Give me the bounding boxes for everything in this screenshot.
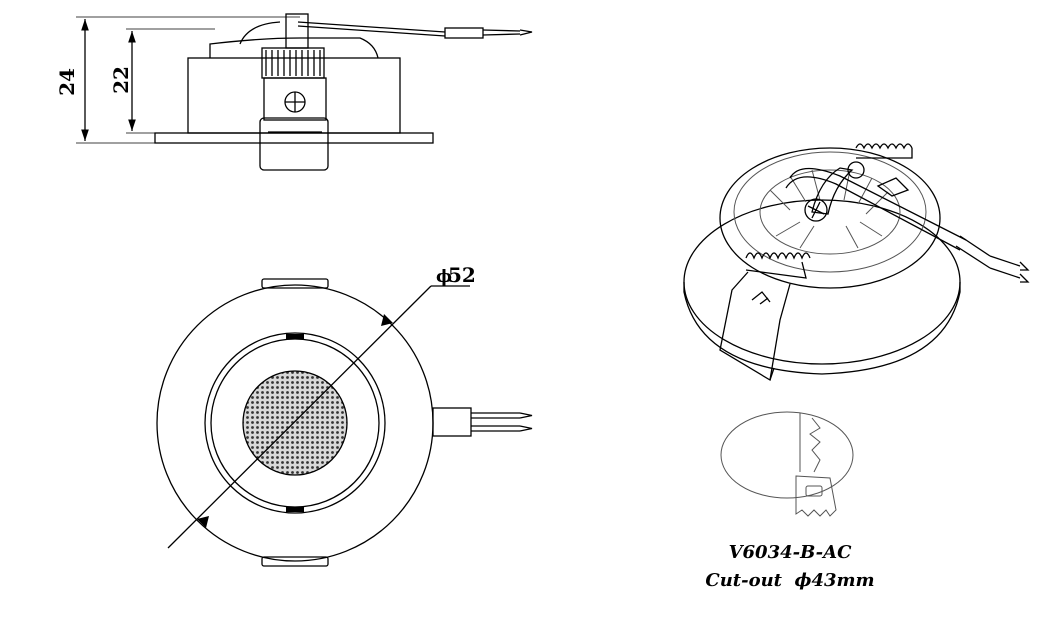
iso-body — [719, 147, 941, 289]
side-view: 24 22 — [55, 13, 533, 171]
model-caption: V6034-B-AC — [729, 542, 853, 563]
saw-blade-icon — [795, 475, 837, 517]
diameter-label: 52 — [448, 263, 476, 287]
cutout-caption: Cut-out ϕ43mm — [705, 570, 874, 591]
iso-front-clip — [719, 252, 811, 382]
spring-coil — [261, 47, 325, 79]
iso-ribs — [769, 169, 889, 249]
iso-back-spring — [855, 143, 913, 197]
diameter-symbol: ϕ — [436, 267, 452, 287]
bezel-ring — [204, 332, 386, 514]
cutout-icon — [720, 411, 854, 517]
height-dimension-22: 22 — [109, 28, 215, 134]
honeycomb-lens — [242, 370, 348, 476]
mounting-clip — [259, 77, 329, 171]
iso-flange — [683, 199, 961, 365]
flange — [154, 132, 434, 144]
front-view: ϕ 52 — [156, 263, 533, 567]
height-body-label: 22 — [109, 66, 133, 94]
iso-clamp — [811, 167, 854, 215]
ring-tab-bottom — [286, 507, 304, 512]
body — [187, 57, 401, 134]
diameter-dimension: ϕ 52 — [167, 263, 476, 549]
side-wires — [239, 21, 533, 45]
iso-arrow-icon — [751, 291, 771, 305]
iso-screw-icon — [804, 198, 828, 222]
bottom-clip — [261, 556, 329, 567]
wire-clamp — [285, 13, 309, 49]
top-clip — [261, 278, 329, 289]
isometric-view — [683, 143, 1030, 382]
height-dimension-24: 24 — [55, 16, 300, 144]
front-wires — [432, 407, 533, 437]
iso-wires — [785, 167, 1030, 283]
height-total-label: 24 — [55, 68, 79, 96]
ring-tab-top — [286, 334, 304, 339]
top-cap — [209, 37, 379, 59]
